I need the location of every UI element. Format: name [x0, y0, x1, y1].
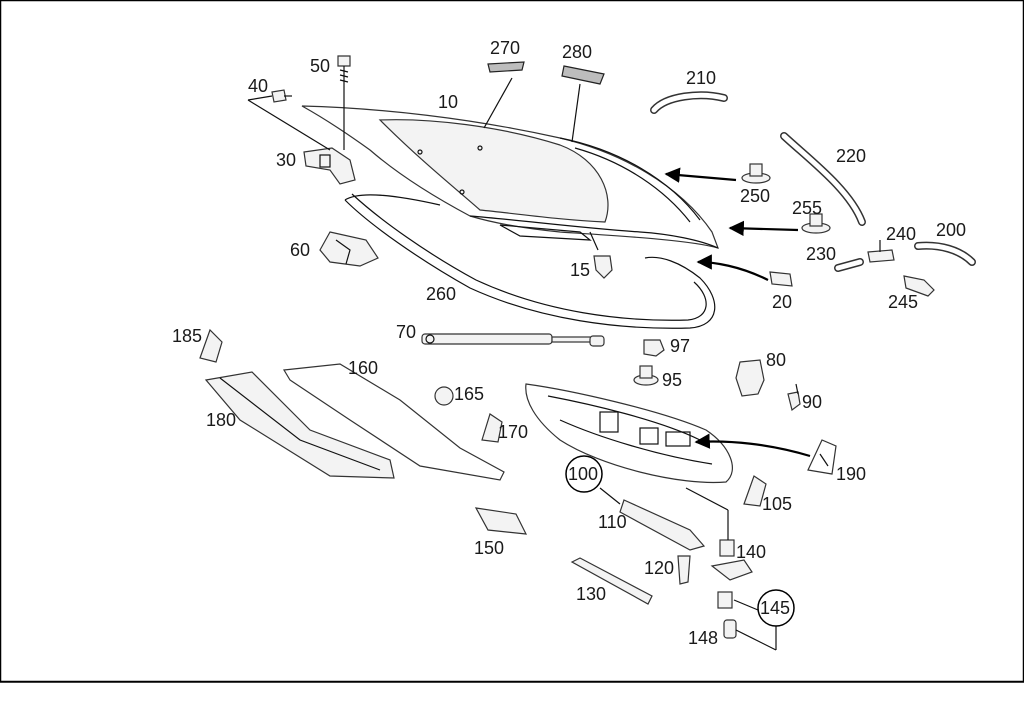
callout-70: 70: [396, 322, 416, 342]
part-145-switch: [717, 591, 733, 609]
callout-40: 40: [248, 76, 268, 96]
callout-260: 260: [426, 284, 456, 304]
callout-185: 185: [172, 326, 202, 346]
part-50-screw: [337, 55, 351, 86]
part-270-pad: [487, 61, 525, 73]
part-30-hinge: [303, 147, 356, 185]
part-20-clip: [769, 271, 793, 287]
callout-30: 30: [276, 150, 296, 170]
callout-210: 210: [686, 68, 716, 88]
part-200-hose: [914, 241, 976, 266]
callout-145: 145: [760, 598, 790, 618]
callout-170: 170: [498, 422, 528, 442]
part-97-nut: [643, 339, 665, 357]
callout-190: 190: [836, 464, 866, 484]
callout-15: 15: [570, 260, 590, 280]
part-10-trunk-lid: [301, 105, 719, 249]
part-150-cover: [474, 507, 528, 535]
part-180-trim: [204, 371, 395, 479]
part-70-gas-strut: [421, 333, 605, 347]
callout-circle-145: [757, 589, 795, 627]
callout-120: 120: [644, 558, 674, 578]
callout-97: 97: [670, 336, 690, 356]
callout-20: 20: [772, 292, 792, 312]
callout-10: 10: [438, 92, 458, 112]
callout-165: 165: [454, 384, 484, 404]
part-250-grommet: [741, 163, 771, 184]
callout-180: 180: [206, 410, 236, 430]
callout-80: 80: [766, 350, 786, 370]
callout-220: 220: [836, 146, 866, 166]
callout-150: 150: [474, 538, 504, 558]
callout-270: 270: [490, 38, 520, 58]
part-260-seal: [344, 193, 716, 329]
part-185-clip: [199, 328, 223, 363]
callout-255: 255: [792, 198, 822, 218]
part-220-hose: [780, 132, 866, 226]
part-280-pad: [561, 65, 605, 85]
leader-lines: [247, 77, 777, 651]
part-160-trim: [283, 363, 505, 481]
callout-50: 50: [310, 56, 330, 76]
part-80-lock: [735, 359, 765, 397]
part-105-clip: [743, 475, 767, 507]
part-40-bolt: [271, 89, 292, 103]
callout-148: 148: [688, 628, 718, 648]
callout-circle-100: [565, 455, 603, 493]
callout-245: 245: [888, 292, 918, 312]
part-170-clip: [481, 413, 503, 443]
part-110-bar: [619, 499, 706, 551]
part-130-strip: [570, 557, 653, 605]
callout-280: 280: [562, 42, 592, 62]
part-245-connector: [903, 275, 935, 297]
callout-100: 100: [568, 464, 598, 484]
part-240-connector: [867, 240, 895, 263]
callout-110: 110: [598, 512, 627, 532]
part-90-screw: [787, 383, 801, 412]
callout-200: 200: [936, 220, 966, 240]
callout-90: 90: [802, 392, 822, 412]
callout-labels: 10 15 20 30 40 50 60 70 80 90 95 97 100 …: [172, 38, 966, 648]
arrows: [664, 167, 811, 458]
part-148-cap: [723, 619, 737, 639]
callout-95: 95: [662, 370, 682, 390]
part-190-seal: [807, 439, 837, 475]
callout-230: 230: [806, 244, 836, 264]
callout-160: 160: [348, 358, 378, 378]
part-60-bracket: [319, 231, 379, 267]
part-165-clip: [434, 386, 454, 406]
part-95-bumper: [633, 365, 659, 386]
callout-140: 140: [736, 542, 766, 562]
callout-60: 60: [290, 240, 310, 260]
part-15-buffer: [589, 231, 613, 279]
part-140-camera: [710, 539, 753, 581]
callout-240: 240: [886, 224, 916, 244]
callout-250: 250: [740, 186, 770, 206]
callout-130: 130: [576, 584, 606, 604]
part-120-screw: [677, 555, 691, 585]
part-255-grommet: [801, 213, 831, 234]
part-100-handle-assembly: [525, 383, 733, 484]
callout-105: 105: [762, 494, 792, 514]
part-230-hose: [834, 258, 864, 272]
part-210-hose: [650, 91, 728, 114]
